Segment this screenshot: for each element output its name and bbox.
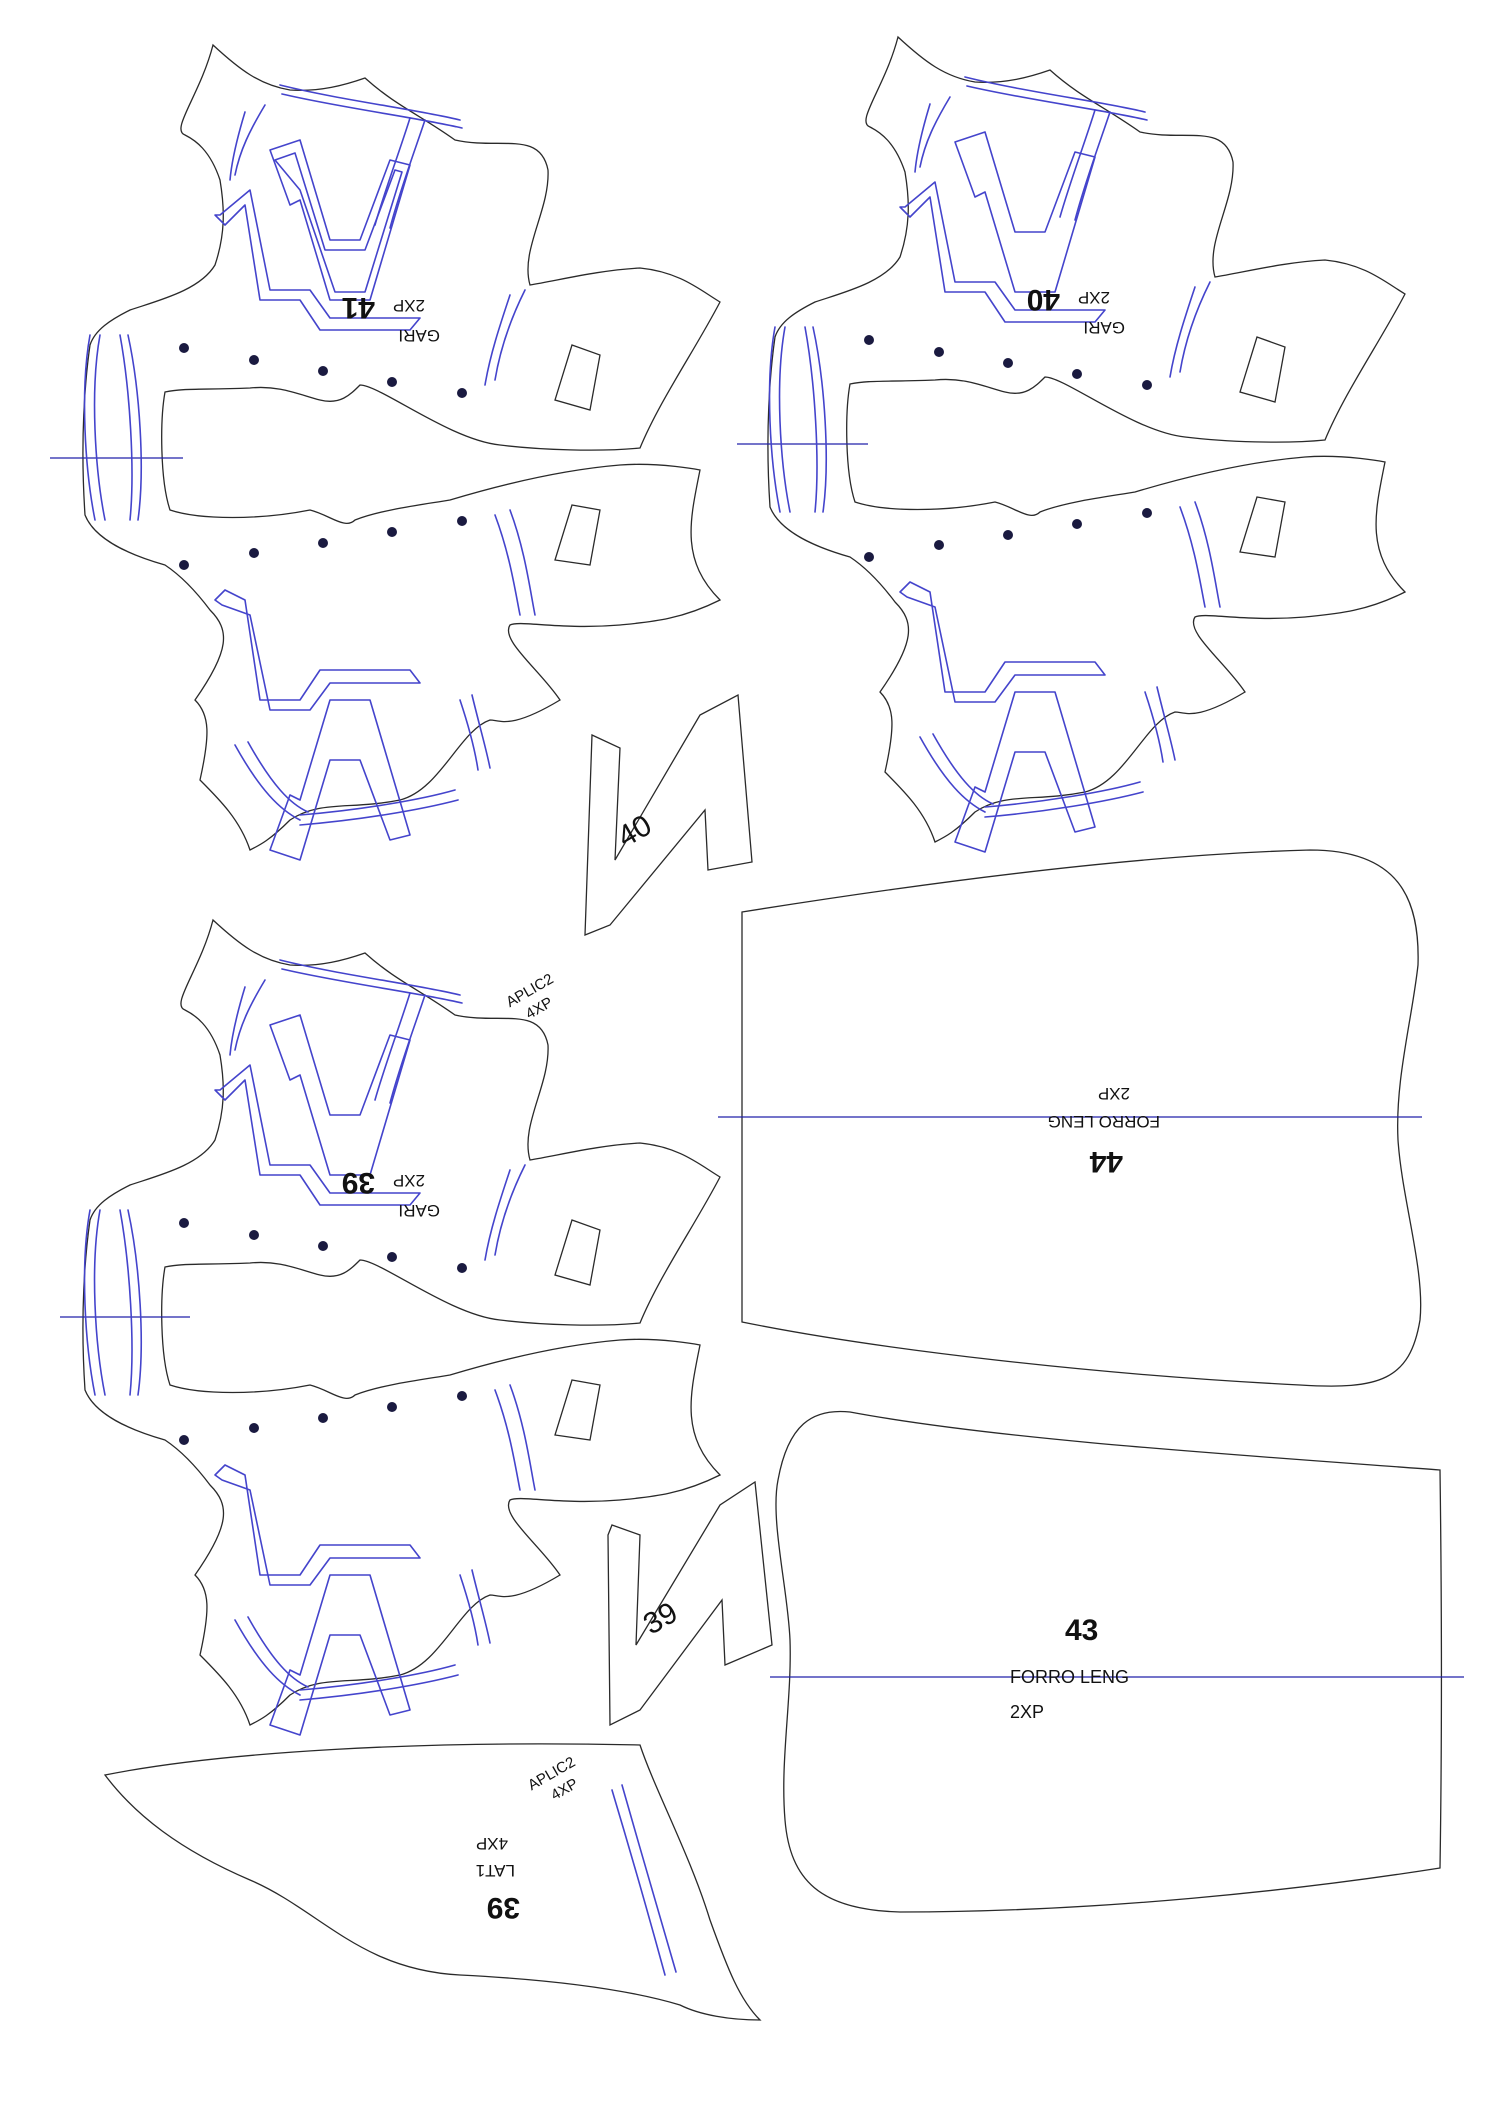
piece-qty-label: 2XP [1078, 288, 1110, 307]
punch-holes [179, 343, 467, 570]
piece-name-label: GARI [398, 1201, 440, 1220]
stitch-lines [83, 84, 536, 861]
piece-forro-leng-44: 44 FORRO LENG 2XP [718, 849, 1422, 1387]
piece-name-label: GARI [398, 326, 440, 345]
piece-size-label: 44 [1089, 1145, 1123, 1178]
piece-aplic-39: 39 APLIC2 4XP [525, 1480, 773, 1804]
piece-gari-40: GARI 2XP 40 [737, 35, 1407, 853]
piece-size-label: 39 [638, 1596, 683, 1641]
piece-gari-39: GARI 2XP 39 [60, 918, 722, 1736]
piece-outline [103, 1743, 762, 2021]
notch-window [1239, 336, 1286, 403]
piece-gari-41: GARI 2XP 41 [50, 43, 722, 861]
piece-size-label: 40 [612, 809, 657, 854]
notch-window [554, 344, 601, 411]
notch-window [554, 1219, 601, 1286]
stitch-line [621, 1784, 677, 1973]
piece-qty-label: 2XP [1010, 1702, 1044, 1722]
piece-qty-label: 4XP [476, 1834, 508, 1853]
piece-name-label: FORRO LENG [1048, 1112, 1160, 1131]
piece-size-label: 39 [487, 1891, 520, 1924]
piece-name-label: FORRO LENG [1010, 1667, 1129, 1687]
piece-name-label: LAT1 [476, 1861, 515, 1880]
piece-forro-leng-43: 43 FORRO LENG 2XP [770, 1410, 1464, 1913]
piece-size-label: 39 [342, 1166, 375, 1199]
notch-window [554, 504, 601, 566]
piece-aplic-40: 40 APLIC2 4XP [503, 693, 753, 1023]
stitch-line [611, 1789, 666, 1976]
piece-size-label: 41 [342, 291, 375, 324]
piece-qty-label: 2XP [1098, 1084, 1130, 1103]
piece-outline [82, 43, 722, 851]
piece-outline [741, 849, 1422, 1387]
piece-outline [775, 1410, 1443, 1913]
piece-outline [82, 918, 722, 1726]
piece-size-label: 40 [1027, 283, 1060, 316]
piece-qty-label: 2XP [393, 296, 425, 315]
piece-lat1-39: 39 LAT1 4XP [103, 1743, 762, 2021]
piece-outline [584, 693, 753, 936]
stitch-lines [83, 959, 536, 1736]
piece-name-label: GARI [1083, 318, 1125, 337]
piece-outline [607, 1480, 773, 1727]
punch-holes [864, 335, 1152, 562]
piece-qty-label: 2XP [393, 1171, 425, 1190]
piece-size-label: 43 [1065, 1614, 1098, 1647]
piece-outline [767, 35, 1407, 843]
notch-window [554, 1379, 601, 1441]
stitch-lines [768, 76, 1221, 853]
notch-window [1239, 496, 1286, 558]
punch-holes [179, 1218, 467, 1445]
